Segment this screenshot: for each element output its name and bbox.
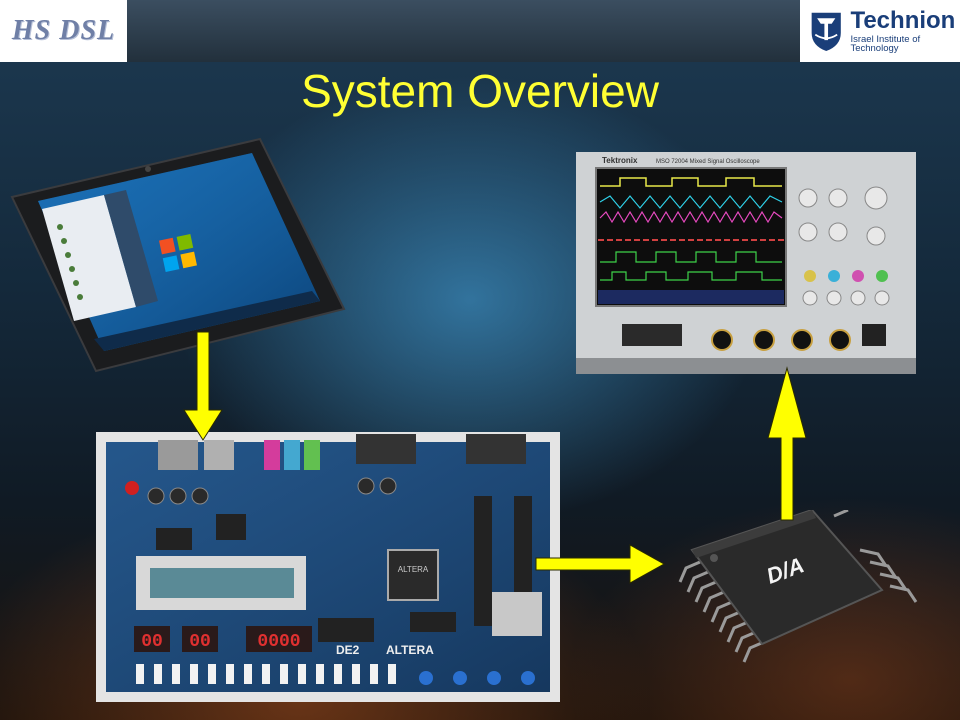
fpga-chip-label: ALTERA [398, 565, 429, 574]
technion-logo: Technion Israel Institute of Technology [800, 0, 960, 62]
arrow-tablet-to-board [183, 331, 223, 441]
board-brand: ALTERA [386, 643, 434, 657]
scope-model: MSO 72004 Mixed Signal Oscilloscope [656, 159, 760, 165]
oscilloscope-icon: Tektronix MSO 72004 Mixed Signal Oscillo… [576, 152, 916, 374]
hs-dsl-logo: HS DSL [0, 0, 127, 62]
technion-emblem-icon [811, 12, 841, 52]
dac-chip-icon: D/A [678, 510, 918, 663]
technion-subtitle: Israel Institute of Technology [850, 33, 921, 54]
board-name: DE2 [336, 643, 360, 657]
oscilloscope-image: Tektronix MSO 72004 Mixed Signal Oscillo… [576, 152, 916, 374]
hs-dsl-logo-text: HS DSL [11, 15, 116, 46]
seg-display-1: 00 [141, 632, 163, 652]
dac-chip-image: D/A [672, 510, 922, 680]
seg-display-3: 0000 [257, 632, 300, 652]
scope-brand: Tektronix [602, 156, 638, 165]
technion-name: Technion [850, 6, 956, 34]
slide-title: System Overview [301, 65, 659, 117]
fpga-board-icon: ALTERA 00 00 0000 DE2 ALTERA [96, 432, 560, 702]
fpga-board-image: ALTERA 00 00 0000 DE2 ALTERA [96, 432, 560, 702]
seg-display-2: 00 [189, 632, 211, 652]
tablet-image [8, 135, 348, 375]
arrow-board-to-dac [535, 544, 666, 584]
arrow-dac-to-scope [767, 366, 807, 521]
tablet-icon [10, 137, 346, 373]
